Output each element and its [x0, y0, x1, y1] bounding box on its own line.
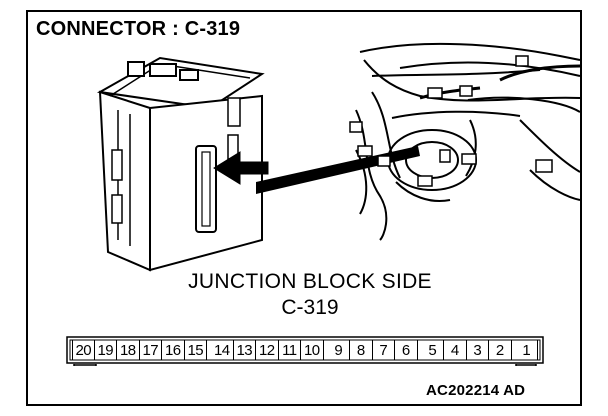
connector-pin-19: 19 — [95, 340, 117, 360]
caption-junction-block-side: JUNCTION BLOCK SIDE — [188, 270, 432, 293]
connector-pin-20: 20 — [72, 340, 95, 360]
connector-pin-1: 1 — [516, 340, 538, 360]
connector-pin-14: 14 — [211, 340, 234, 360]
connector-pin-18: 18 — [117, 340, 140, 360]
junction-block — [96, 56, 265, 272]
reference-code: AC202214 AD — [426, 382, 526, 399]
connector-pin-15: 15 — [185, 340, 207, 360]
connector-pin-3: 3 — [467, 340, 489, 360]
connector-pin-9: 9 — [328, 340, 350, 360]
connector-pin-11: 11 — [279, 340, 301, 360]
connector-pin-13: 13 — [234, 340, 256, 360]
connector-pin-16: 16 — [162, 340, 185, 360]
connector-pin-8: 8 — [350, 340, 373, 360]
caption-connector-id: C-319 — [281, 296, 339, 319]
connector-pin-12: 12 — [256, 340, 279, 360]
connector-pin-5: 5 — [422, 340, 444, 360]
connector-title: CONNECTOR : C-319 — [36, 18, 241, 40]
connector-pin-17: 17 — [140, 340, 162, 360]
pointer-arrow — [213, 151, 269, 185]
connector-pin-6: 6 — [395, 340, 418, 360]
connector-pin-10: 10 — [301, 340, 324, 360]
connector-pin-4: 4 — [444, 340, 467, 360]
harness-connectors — [349, 55, 553, 187]
leader-wedge — [256, 146, 420, 194]
connector-pin-7: 7 — [373, 340, 395, 360]
connector-outline — [66, 336, 544, 366]
wiring-harness — [355, 42, 581, 241]
connector-pin-2: 2 — [489, 340, 512, 360]
